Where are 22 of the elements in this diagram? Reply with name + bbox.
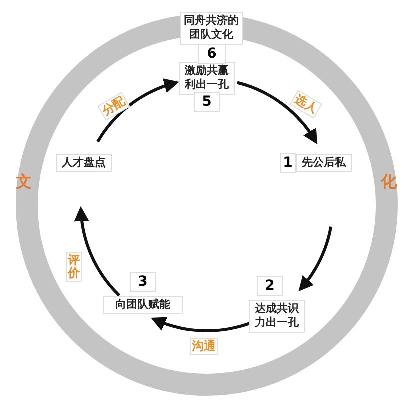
cycle-arrow [237, 81, 318, 145]
step-number: 5 [194, 92, 220, 112]
edge-label: 沟通 [190, 338, 218, 356]
step-number: 3 [130, 272, 156, 292]
cycle-arrow [96, 78, 180, 143]
concept-box: 向团队赋能 [103, 296, 183, 314]
concept-box: 先公后私 [296, 154, 352, 172]
concept-box: 达成共识力出一孔 [249, 300, 305, 333]
edge-label: 分配 [98, 92, 130, 122]
cycle-arrow [74, 206, 121, 297]
cycle-arrow [298, 226, 333, 292]
ring-label: 化 [381, 172, 397, 193]
edge-label: 评价 [66, 252, 82, 282]
step-number: 2 [257, 276, 283, 296]
cycle-arrow [151, 317, 251, 332]
concept-box: 人才盘点 [56, 154, 112, 172]
ring-label: 文 [16, 172, 32, 193]
step-number: 6 [198, 44, 226, 64]
edge-label: 选人 [290, 90, 322, 120]
concept-box: 同舟共济的团队文化 [180, 12, 243, 45]
step-number: 1 [280, 153, 296, 173]
concept-box: 激励共赢利出一孔 [179, 62, 235, 95]
